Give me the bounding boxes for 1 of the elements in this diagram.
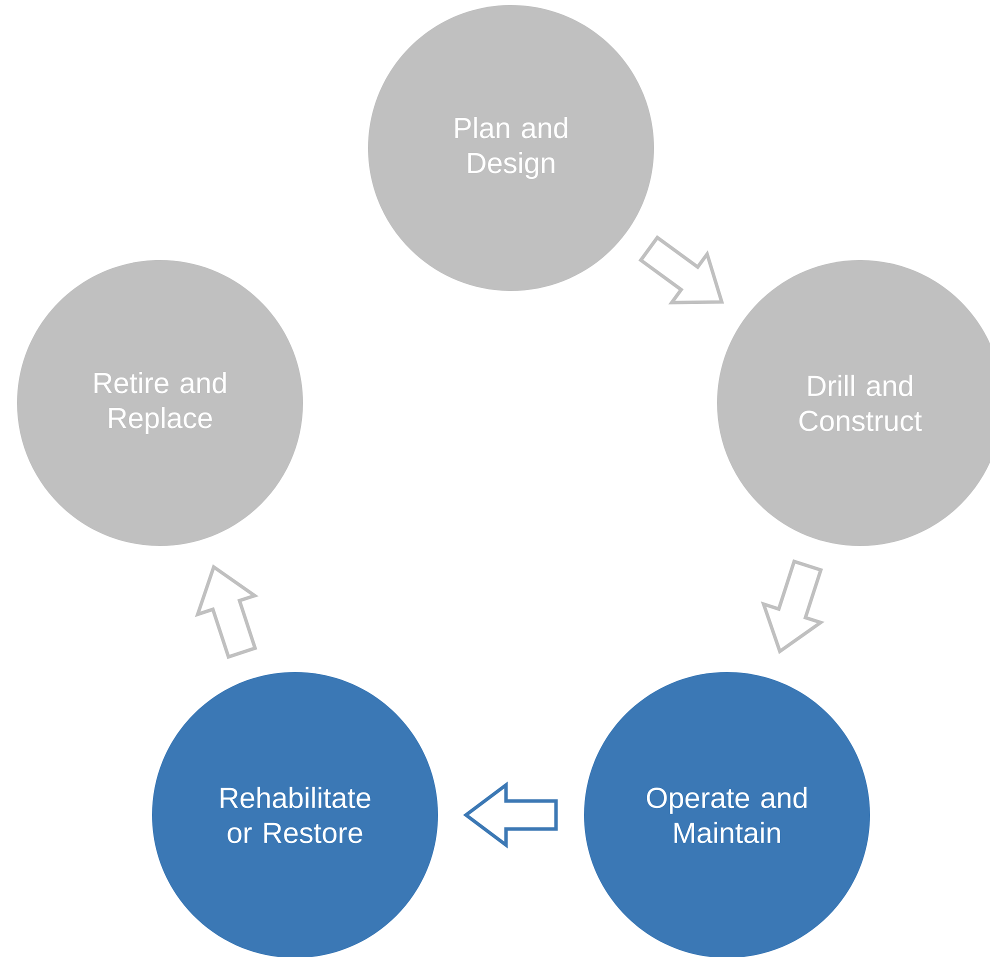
block-arrow bbox=[463, 782, 558, 848]
